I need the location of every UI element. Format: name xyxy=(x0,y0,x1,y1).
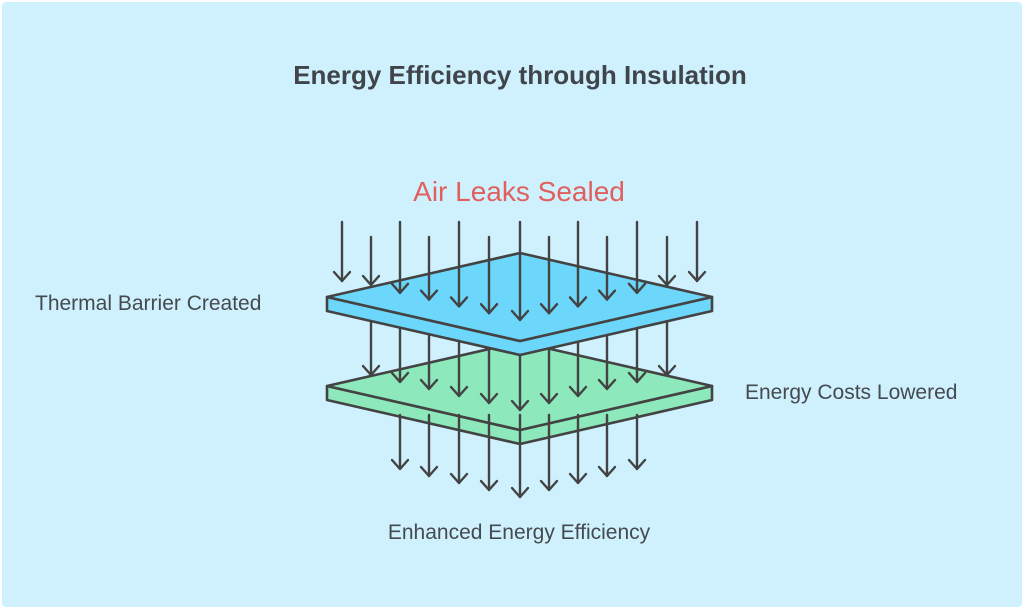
down-arrow-icon xyxy=(597,235,617,301)
label-air-leaks-sealed: Air Leaks Sealed xyxy=(413,176,625,207)
down-arrow-icon xyxy=(419,413,439,478)
down-arrow-icon xyxy=(510,220,530,322)
down-arrow-icon xyxy=(479,413,499,492)
down-arrow-icon xyxy=(510,413,530,499)
down-arrow-icon xyxy=(627,220,647,294)
down-arrow-icon xyxy=(597,413,617,478)
down-arrow-icon xyxy=(361,316,381,377)
down-arrow-icon xyxy=(390,413,410,471)
down-arrow-icon xyxy=(419,235,439,301)
down-arrow-icon xyxy=(361,235,381,287)
down-arrow-icon xyxy=(657,316,677,377)
label-energy-costs: Energy Costs Lowered xyxy=(745,381,958,404)
down-arrow-icon xyxy=(568,413,588,485)
diagram-title: Energy Efficiency through Insulation xyxy=(293,60,747,90)
down-arrow-icon xyxy=(449,220,469,308)
label-enhanced-efficiency: Enhanced Energy Efficiency xyxy=(387,521,651,544)
down-arrow-icon xyxy=(627,413,647,471)
down-arrow-icon xyxy=(449,413,469,485)
down-arrow-icon xyxy=(539,235,559,315)
label-thermal-barrier: Thermal Barrier Created xyxy=(35,292,262,315)
down-arrow-icon xyxy=(657,235,677,287)
down-arrow-icon xyxy=(687,220,707,283)
down-arrow-icon xyxy=(390,220,410,294)
down-arrow-icon xyxy=(332,220,352,283)
down-arrow-icon xyxy=(568,220,588,308)
down-arrow-icon xyxy=(479,235,499,315)
down-arrow-icon xyxy=(539,413,559,492)
